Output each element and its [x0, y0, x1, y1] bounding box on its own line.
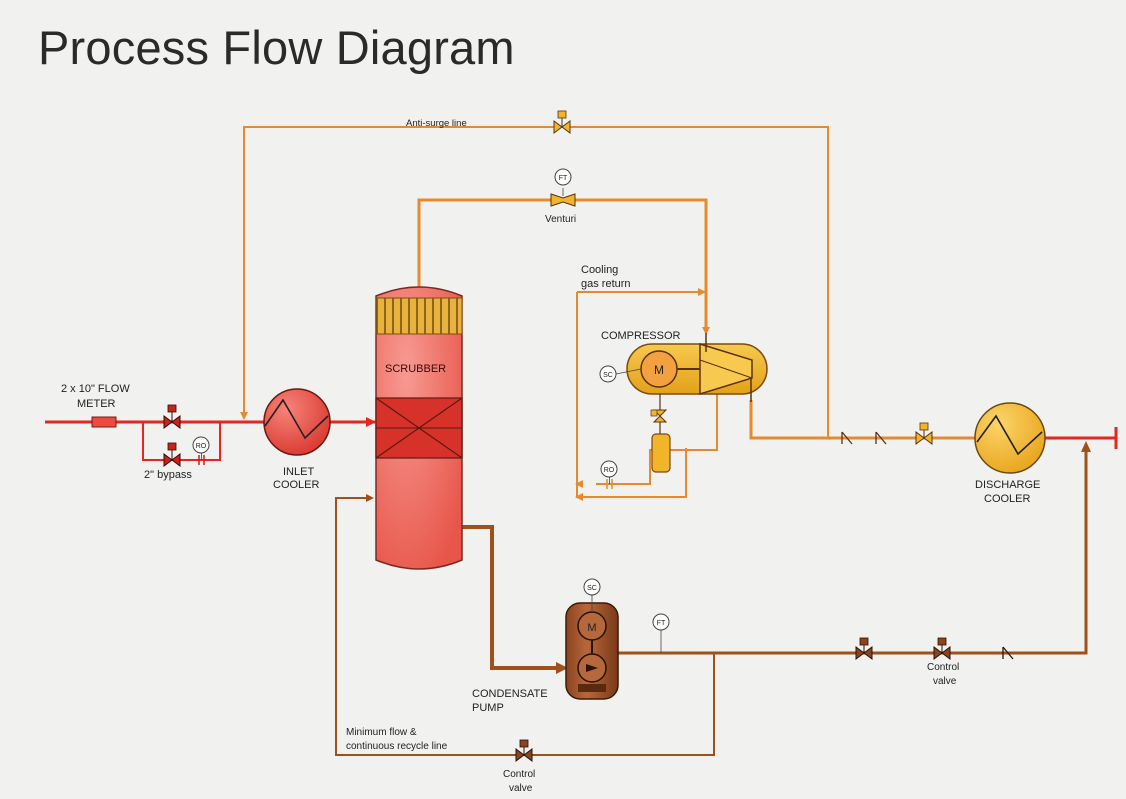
bypass-label: 2" bypass: [144, 469, 192, 481]
check-valve-3: [1002, 646, 1014, 660]
pump-discharge-valve[interactable]: [855, 637, 873, 660]
discharge-cooler-label-2: COOLER: [984, 493, 1031, 505]
anti-surge-valve[interactable]: [553, 110, 571, 134]
control-valve-recycle-label-2: valve: [509, 783, 533, 794]
check-valve-1: [841, 431, 853, 445]
pump-discharge-line: [606, 441, 1091, 655]
control-valve-recycle-label-1: Control: [503, 769, 535, 780]
venturi-label: Venturi: [545, 214, 576, 225]
inlet-cooler-label-2: COOLER: [273, 479, 320, 491]
flow-meter: [91, 416, 117, 428]
compressor-motor-label: M: [654, 363, 664, 377]
control-valve-discharge-label-1: Control: [927, 662, 959, 673]
control-valve-recycle[interactable]: [515, 739, 533, 762]
compressor-orifice: [606, 476, 613, 489]
ro-compressor-instrument: RO: [600, 460, 618, 478]
ft-pump-instrument: FT: [652, 613, 670, 653]
control-valve-discharge[interactable]: [933, 637, 951, 660]
inlet-valve[interactable]: [163, 404, 181, 429]
inlet-cooler-label-1: INLET: [283, 466, 314, 478]
condensate-pump: [565, 602, 619, 700]
condensate-pump-label-2: PUMP: [472, 702, 504, 714]
flow-meter-label-2: METER: [77, 398, 116, 410]
venturi-meter: [550, 188, 576, 207]
anti-surge-label: Anti-surge line: [406, 118, 467, 129]
min-flow-label-1: Minimum flow &: [346, 727, 417, 738]
inlet-cooler: [263, 388, 331, 456]
ft-venturi-tag: FT: [559, 175, 568, 182]
bypass-valve[interactable]: [163, 442, 181, 467]
cooling-gas-label-1: Cooling: [581, 264, 618, 276]
discharge-valve[interactable]: [915, 422, 933, 445]
lube-oil-valve[interactable]: [650, 409, 668, 423]
sc-pump-instrument: SC: [583, 578, 601, 612]
anti-surge-line: [240, 126, 829, 438]
scrubber: [375, 286, 463, 570]
sc-compressor-instrument: SC: [599, 365, 642, 383]
control-valve-discharge-label-2: valve: [933, 676, 957, 687]
discharge-cooler: [974, 402, 1046, 474]
ro-compressor-tag: RO: [604, 467, 615, 474]
page-title: Process Flow Diagram: [38, 21, 515, 74]
discharge-line: [749, 400, 1118, 449]
min-flow-label-2: continuous recycle line: [346, 741, 448, 752]
scrubber-label: SCRUBBER: [385, 363, 446, 375]
compressor: [626, 333, 768, 402]
flow-meter-label-1: 2 x 10" FLOW: [61, 383, 130, 395]
ro-bypass-instrument: RO: [192, 436, 210, 454]
sc-compressor-tag: SC: [603, 372, 613, 379]
pump-motor-label: M: [587, 622, 596, 634]
cooling-gas-label-2: gas return: [581, 278, 631, 290]
ro-bypass-tag: RO: [196, 443, 207, 450]
sc-pump-tag: SC: [587, 585, 597, 592]
condensate-pump-label-1: CONDENSATE: [472, 688, 548, 700]
min-flow-recycle-line: [335, 494, 715, 756]
oil-separator-vessel: [651, 394, 671, 473]
ft-venturi-instrument: FT: [554, 168, 572, 186]
check-valve-2: [875, 431, 887, 445]
bypass-orifice: [198, 452, 205, 465]
discharge-cooler-label-1: DISCHARGE: [975, 479, 1040, 491]
ft-pump-tag: FT: [657, 620, 666, 627]
compressor-label: COMPRESSOR: [601, 330, 681, 342]
